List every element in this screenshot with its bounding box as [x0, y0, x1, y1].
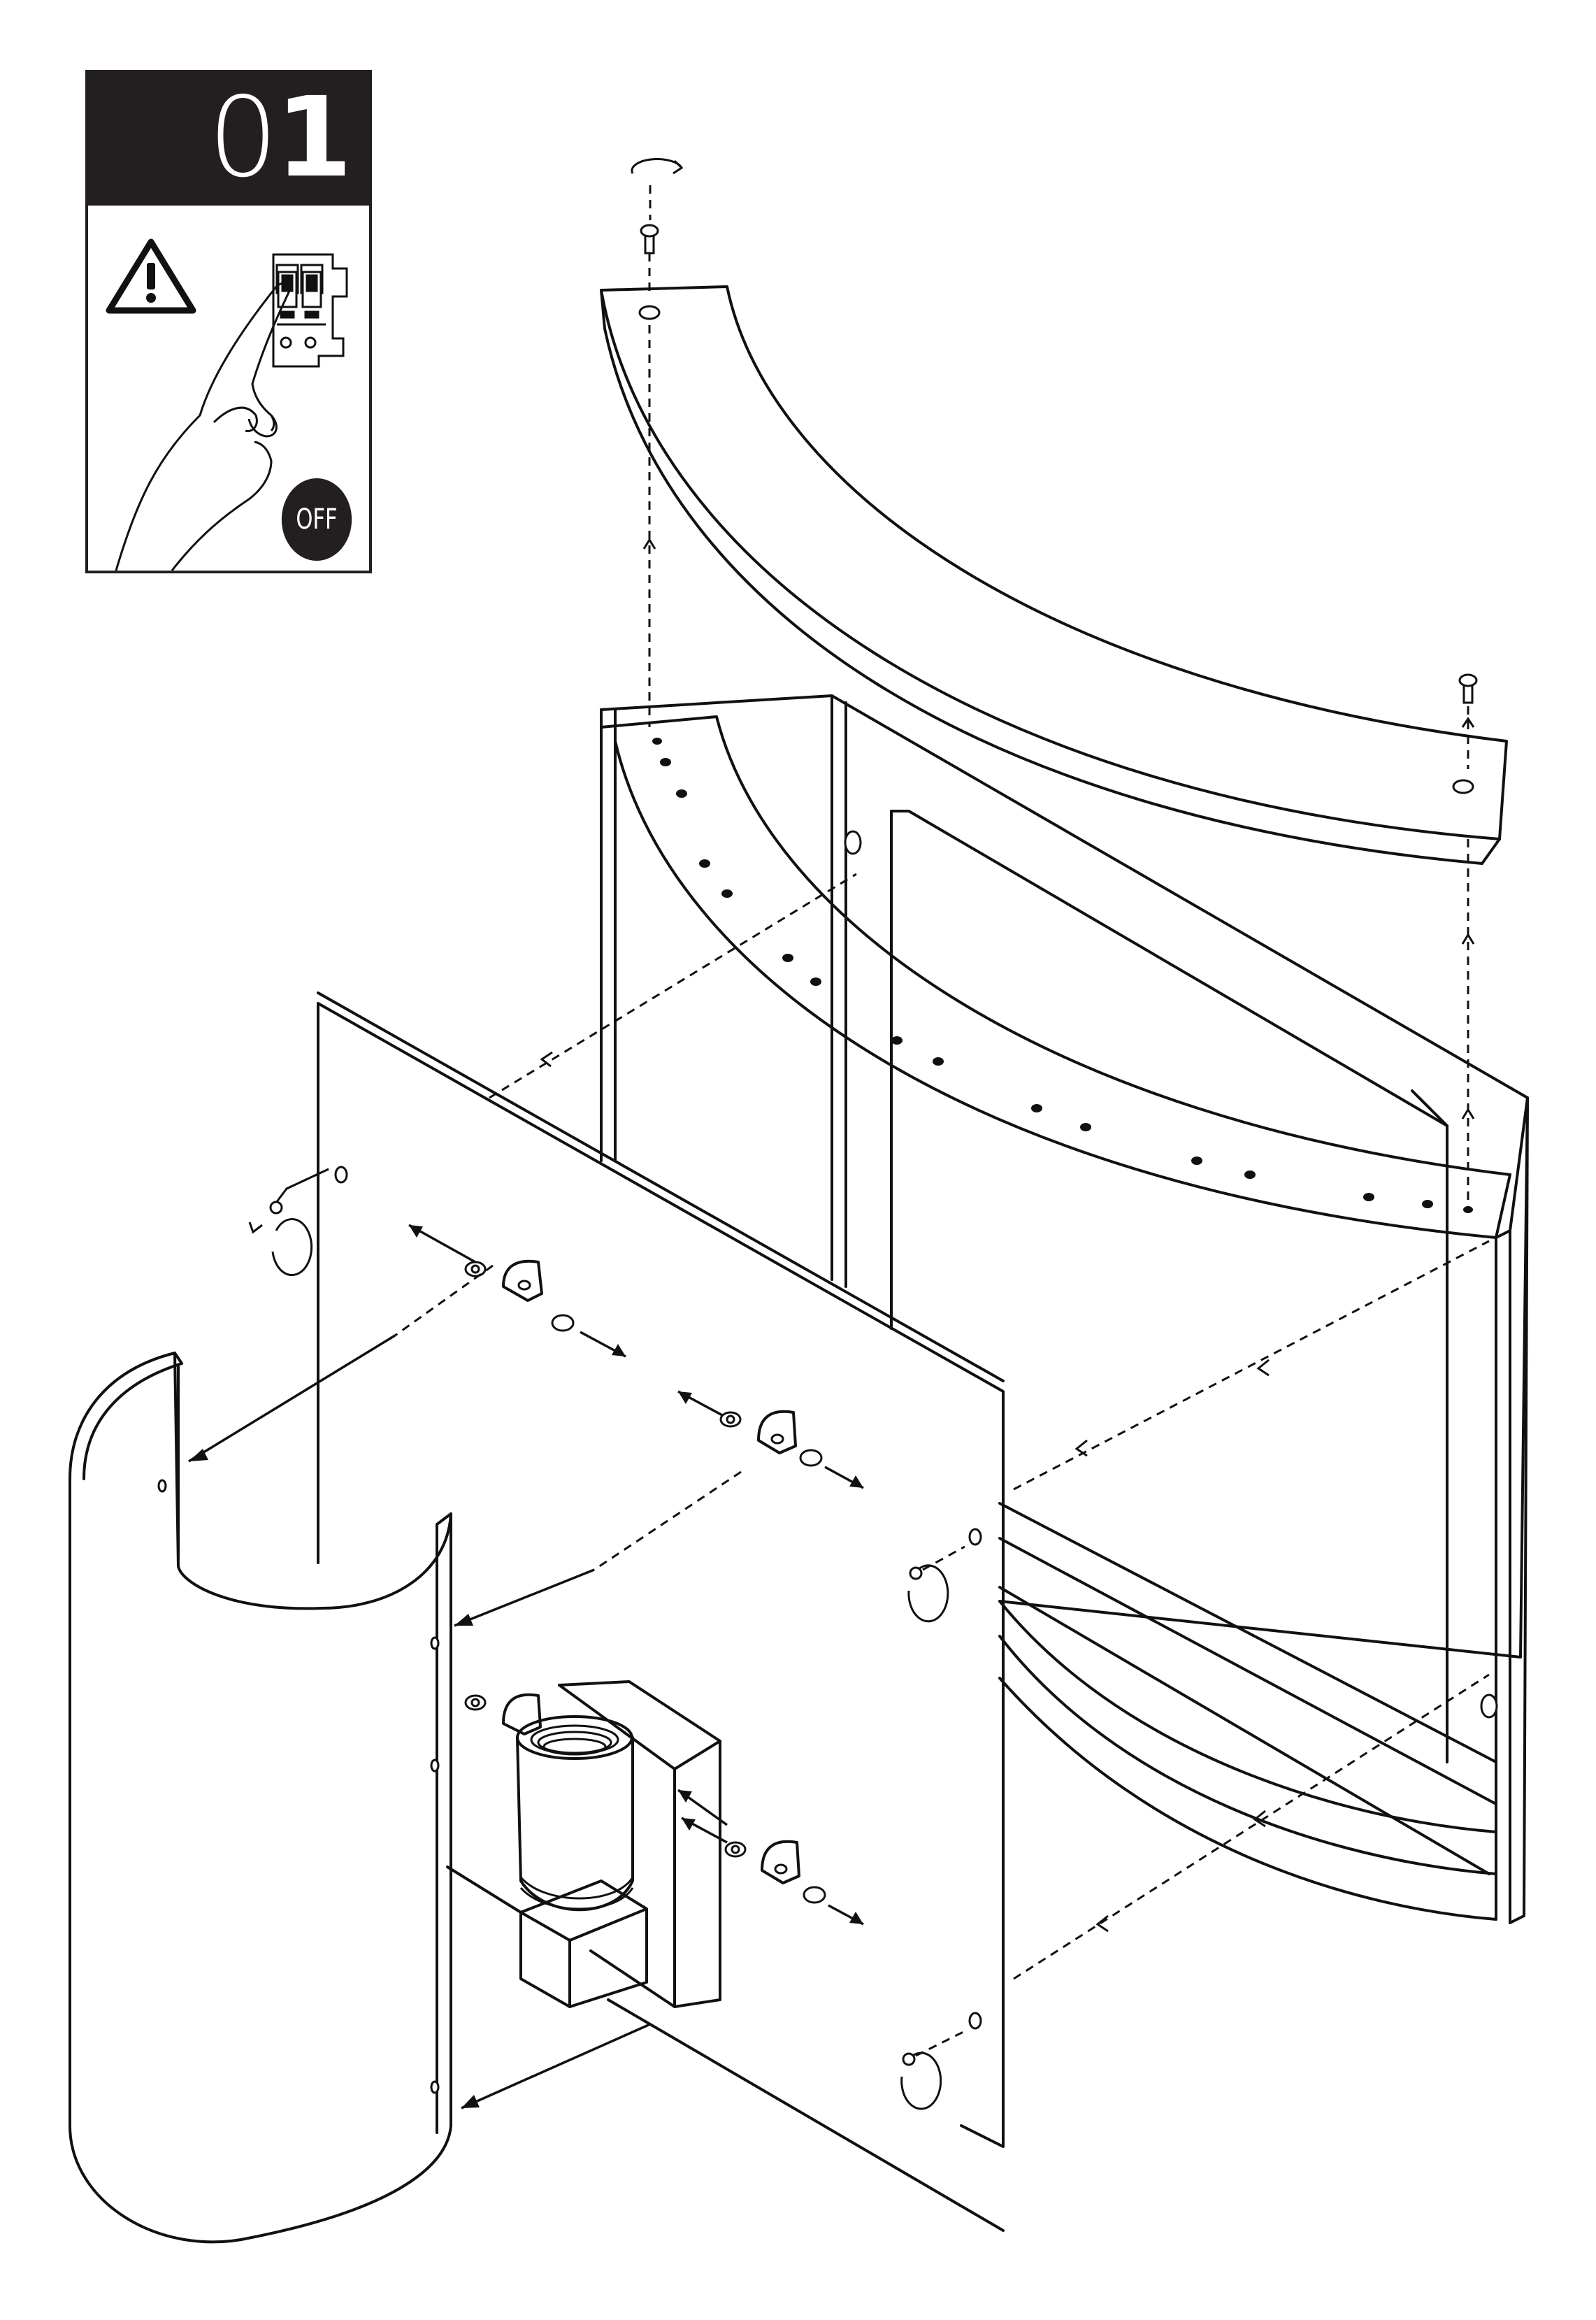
lamp-holder-assembly: [446, 1680, 1005, 2232]
step-number: 01: [208, 78, 352, 197]
circuit-breaker-switch-off-icon: [272, 253, 348, 368]
right-screw: [1458, 673, 1478, 769]
fixture-frame: [600, 694, 1529, 1924]
top-screw: [640, 224, 659, 294]
frame-holes: [652, 738, 1473, 1213]
off-badge: OFF: [281, 478, 352, 561]
power-off-warning-illustration: [106, 238, 348, 571]
step-number-value: 1: [275, 73, 352, 202]
plate-screw-left: [248, 1168, 329, 1277]
mounting-plate: [317, 991, 1005, 2148]
warning-triangle-icon: [106, 238, 196, 314]
step-panel: 01 O: [85, 70, 372, 573]
mounting-bracket: [681, 1817, 864, 1926]
mounting-bracket: [464, 1693, 542, 1735]
hand-illustration: [115, 282, 291, 571]
plate-screw-right-bottom: [900, 2030, 965, 2110]
top-curved-cap: [600, 285, 1508, 865]
step-header: 01: [88, 73, 369, 206]
curved-shade: [69, 1352, 452, 2244]
step-number-prefix: 0: [208, 73, 279, 202]
allen-key-icon: [631, 103, 729, 220]
mounting-bracket: [408, 1224, 626, 1358]
lamp-holder: [516, 1715, 634, 1912]
plate-screw-right-top: [907, 1545, 965, 1623]
mounting-bracket: [677, 1390, 864, 1489]
